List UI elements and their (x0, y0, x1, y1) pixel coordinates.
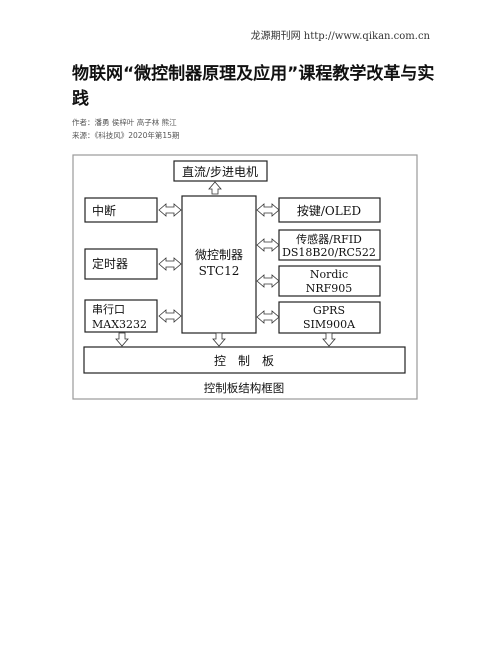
source-label: 来源： (72, 131, 95, 140)
serial-label: 串行口 (92, 303, 125, 316)
source-journal: 《科技风》2020年第15期 (94, 131, 180, 140)
interrupt-label: 中断 (92, 203, 116, 218)
keys-box (278, 197, 381, 223)
mcu-label: 微控制器 (195, 248, 243, 262)
timer-box (84, 248, 158, 280)
interrupt-box (84, 197, 158, 223)
source-info-line: 来源：《科技风》2020年第15期 (72, 130, 179, 141)
gprs-label: GPRS (313, 304, 345, 317)
figure-caption: 控制板结构框图 (204, 381, 285, 395)
author-names: 潘勇 侯梓叶 高子林 熊江 (94, 118, 177, 127)
sensor-label: 传感器/RFID (296, 233, 362, 246)
gprs-model-label: SIM900A (303, 318, 356, 331)
serial-chip-label: MAX3232 (92, 318, 147, 331)
motor-label: 直流/步进电机 (182, 165, 258, 179)
motor-box (173, 160, 268, 182)
source-line: 龙源期刊网 http://www.qikan.com.cn (250, 31, 430, 42)
author-label: 作者： (72, 118, 95, 127)
nordic-label: Nordic (310, 268, 348, 281)
sensor-box (278, 229, 381, 261)
timer-label: 定时器 (92, 256, 128, 271)
block-diagram: 直流/步进电机 中断 定时器 串行口 MAX3232 微控制器 STC12 按键… (72, 154, 418, 400)
sensor-model-label: DS18B20/RC522 (282, 246, 376, 259)
figure: 直流/步进电机 中断 定时器 串行口 MAX3232 微控制器 STC12 按键… (72, 154, 418, 404)
board-label: 控 制 板 (214, 354, 274, 368)
author-line: 作者：潘勇 侯梓叶 高子林 熊江 (72, 117, 177, 128)
board-box (83, 346, 406, 374)
article-title: 物联网“微控制器原理及应用”课程教学改革与实践 (72, 64, 435, 109)
serial-box (84, 299, 158, 333)
nordic-model-label: NRF905 (306, 282, 353, 295)
keys-label: 按键/OLED (297, 204, 361, 218)
mcu-model-label: STC12 (199, 264, 240, 278)
